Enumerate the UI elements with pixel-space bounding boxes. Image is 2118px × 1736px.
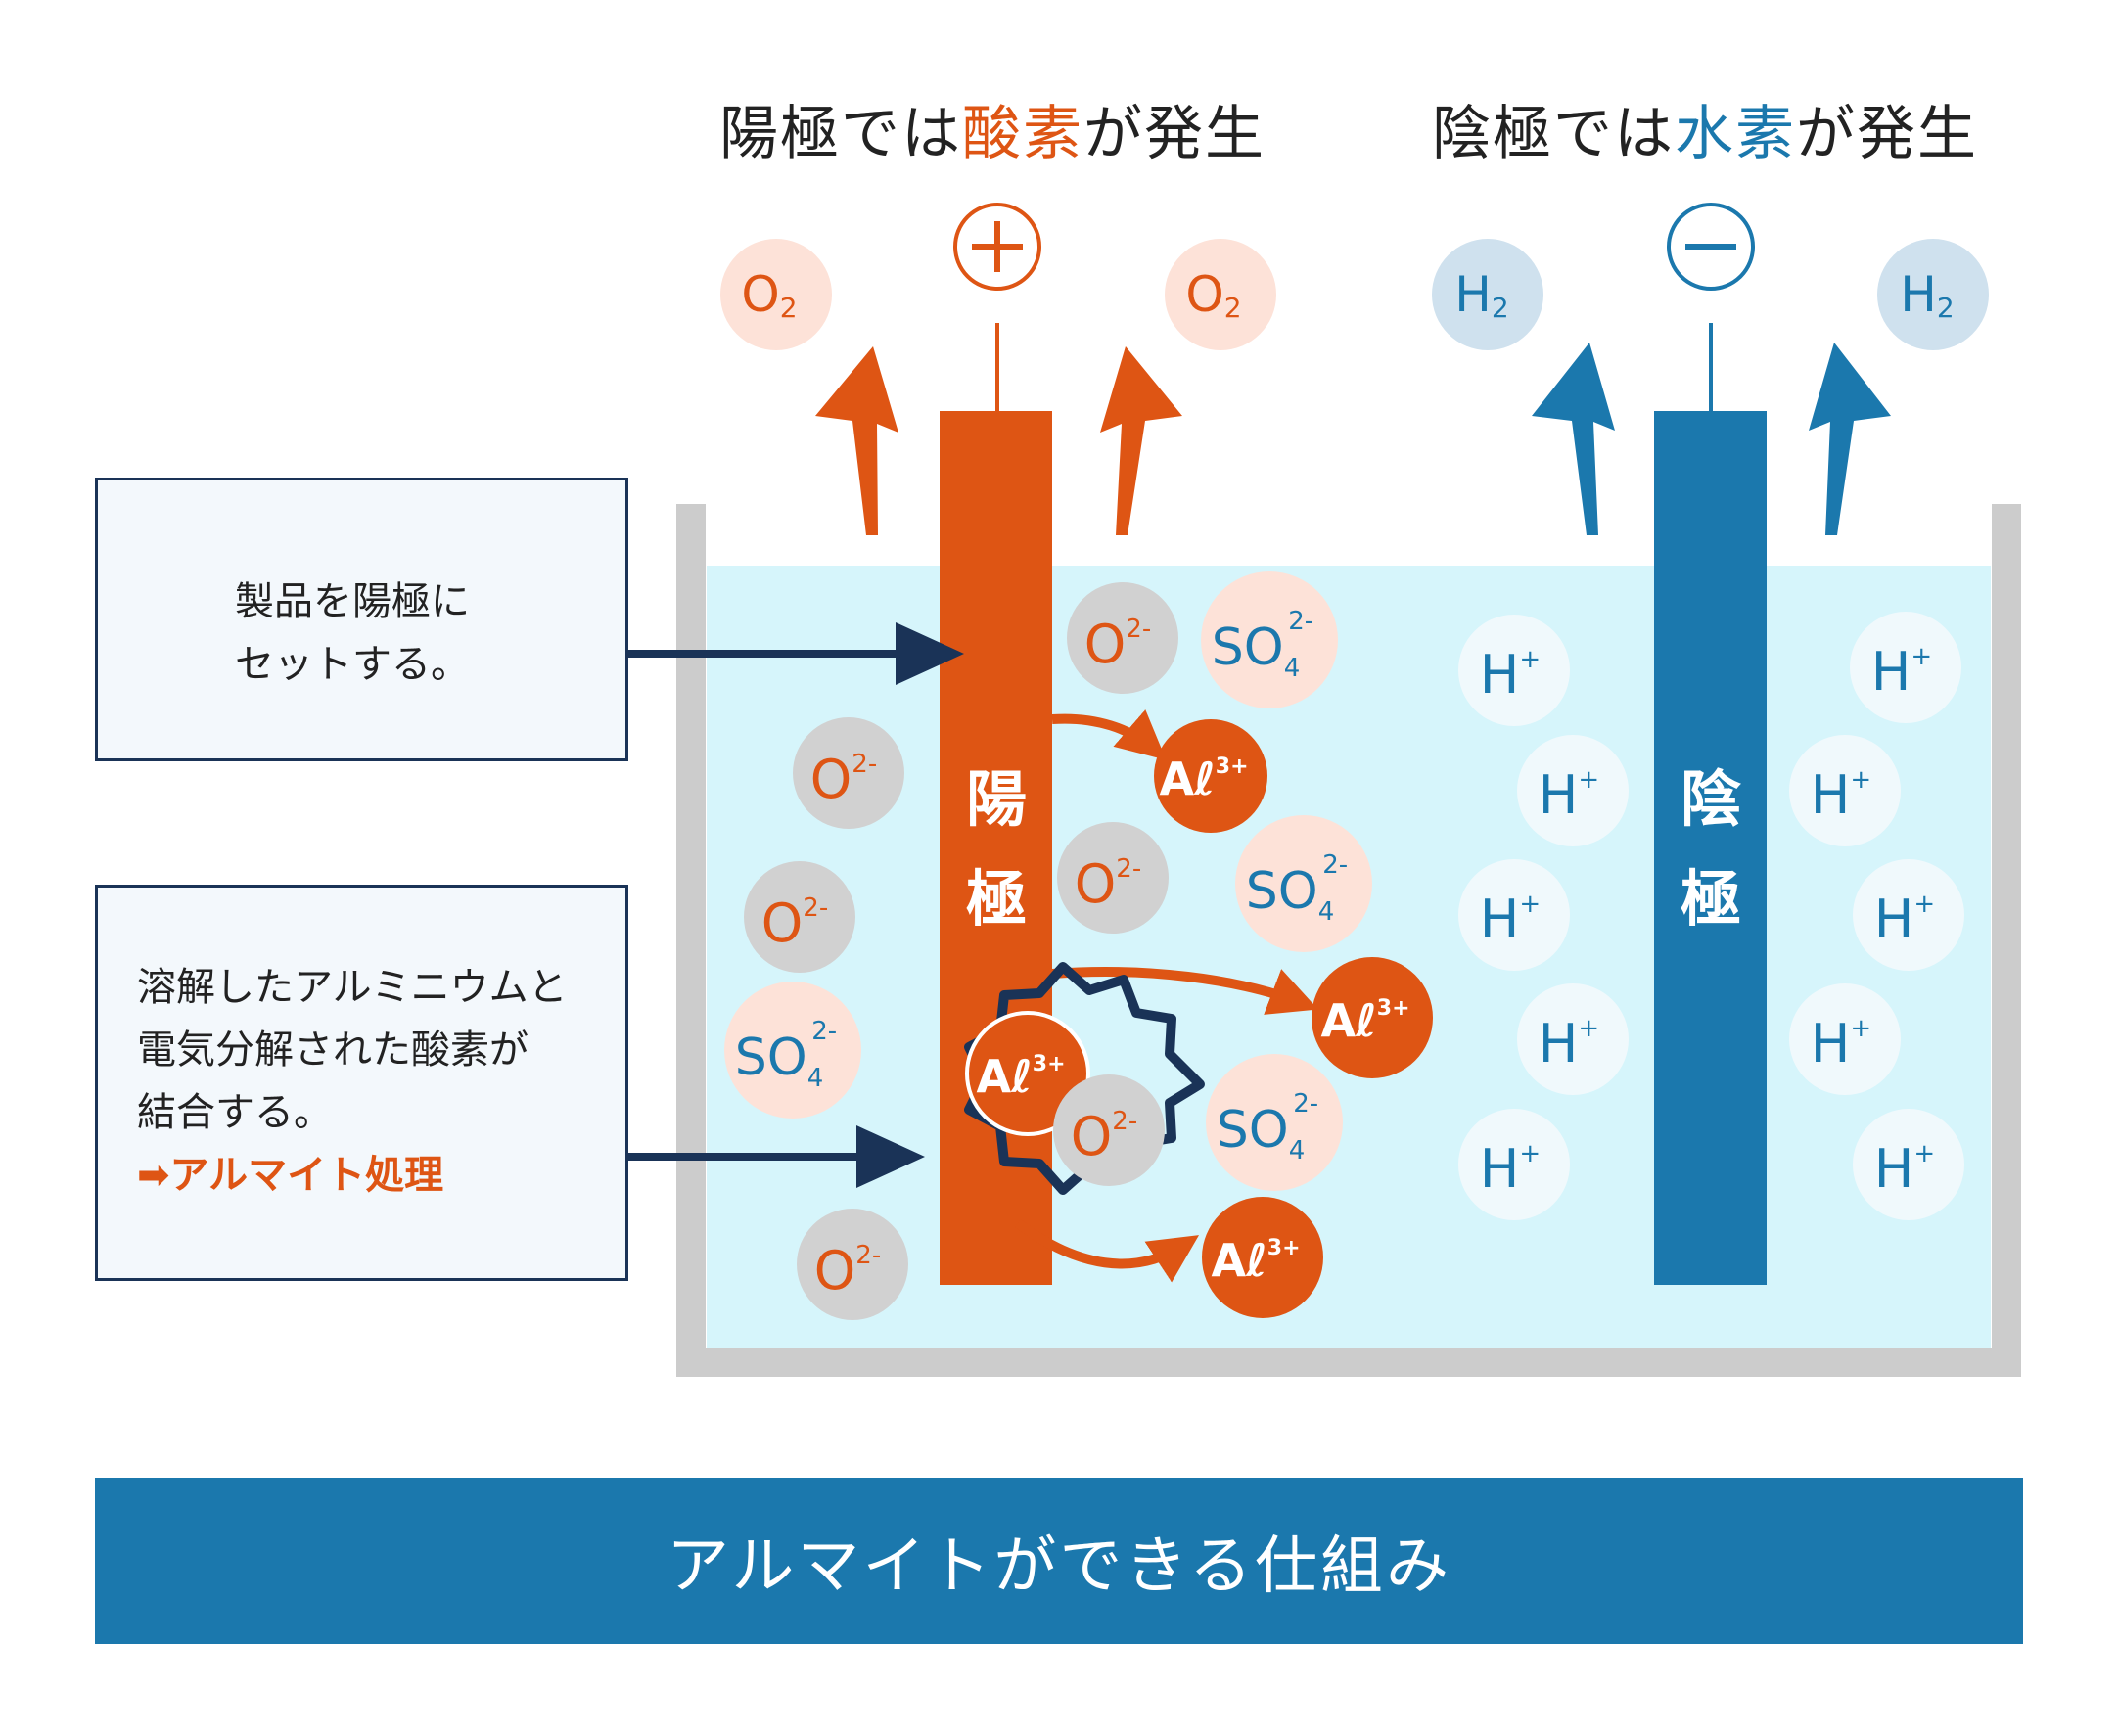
anodizing-result-label: ➡アルマイト処理: [137, 1153, 444, 1198]
svg-text:H+: H+: [1480, 1138, 1541, 1200]
sulfate-ion: SO42-: [1206, 1054, 1343, 1191]
svg-text:Aℓ3+: Aℓ3+: [976, 1050, 1065, 1103]
oxygen-molecule: O2: [1165, 239, 1276, 350]
hydrogen-ion: H+: [1789, 983, 1901, 1095]
cathode-headline: 陰極では水素が発生: [1432, 86, 1978, 171]
svg-text:O2: O2: [741, 266, 797, 324]
footer-title-bar: アルマイトができる仕組み: [95, 1478, 2023, 1644]
svg-text:H+: H+: [1811, 764, 1871, 826]
sulfate-ion: SO42-: [1235, 815, 1372, 952]
note-line: 溶解したアルミニウムと: [137, 965, 568, 1010]
cathode-electrode: [1654, 411, 1767, 1285]
hydrogen-ion: H+: [1458, 615, 1570, 726]
cathode-headline-emphasis: 水素: [1675, 100, 1796, 168]
svg-text:Aℓ3+: Aℓ3+: [1320, 994, 1409, 1047]
aluminum-ion: Aℓ3+: [1202, 1197, 1323, 1318]
svg-text:SO42-: SO42-: [735, 1017, 837, 1093]
hydrogen-release-arrow-right: [1809, 343, 1891, 535]
hydrogen-ion: H+: [1517, 735, 1629, 846]
reaction-arrow: [1051, 967, 1318, 1015]
svg-text:O2-: O2-: [761, 892, 828, 954]
tank-wall: [676, 504, 2021, 1377]
note-line: セットする。: [235, 642, 470, 687]
oxygen-release-arrow-right: [1100, 346, 1182, 535]
oxide-ion: O2-: [1057, 822, 1169, 934]
svg-text:H+: H+: [1874, 1138, 1935, 1200]
dissolved-aluminum-ion: Aℓ3+: [965, 1011, 1090, 1136]
oxide-ion: O2-: [744, 861, 855, 973]
anode-headline-prefix: 陽極では: [719, 100, 962, 168]
electrolyte-solution: [707, 566, 1991, 1348]
cathode-headline-prefix: 陰極では: [1432, 100, 1675, 168]
hydrogen-molecule: H2: [1877, 239, 1989, 350]
hydrogen-ion: H+: [1853, 1109, 1964, 1220]
oxide-ion: O2-: [1067, 582, 1178, 694]
svg-text:H+: H+: [1874, 889, 1935, 950]
sulfate-ion: SO42-: [1201, 571, 1338, 708]
svg-text:O2-: O2-: [1071, 1106, 1137, 1167]
svg-text:H2: H2: [1900, 266, 1954, 324]
bonding-pointer-head: [856, 1125, 925, 1188]
cathode-label-top: 陰: [1681, 763, 1741, 835]
hydrogen-release-arrow-left: [1532, 343, 1615, 535]
svg-text:H+: H+: [1811, 1013, 1871, 1074]
svg-text:H2: H2: [1454, 266, 1508, 324]
svg-text:SO42-: SO42-: [1246, 850, 1348, 927]
hydrogen-molecule: H2: [1432, 239, 1543, 350]
hydrogen-ion: H+: [1458, 1109, 1570, 1220]
sulfate-ion: SO42-: [724, 982, 861, 1119]
svg-text:H+: H+: [1480, 644, 1541, 706]
set-product-note: 製品を陽極に セットする。: [95, 478, 628, 761]
bonding-note: 溶解したアルミニウムと 電気分解された酸素が 結合する。 ➡アルマイト処理: [95, 885, 628, 1281]
cathode-label-bottom: 極: [1681, 863, 1741, 935]
svg-text:Aℓ3+: Aℓ3+: [1211, 1234, 1300, 1287]
note-line: 結合する。: [137, 1090, 333, 1135]
note-line: 電気分解された酸素が: [137, 1028, 529, 1073]
hydrogen-ion: H+: [1517, 983, 1629, 1095]
svg-text:O2-: O2-: [814, 1240, 881, 1302]
anode-headline: 陽極では酸素が発生: [719, 86, 1266, 171]
svg-text:SO42-: SO42-: [1217, 1089, 1318, 1165]
svg-text:H+: H+: [1539, 1013, 1599, 1074]
anode-headline-emphasis: 酸素: [962, 100, 1083, 168]
svg-text:SO42-: SO42-: [1212, 607, 1313, 683]
hydrogen-ion: H+: [1850, 612, 1961, 723]
oxide-ion: O2-: [797, 1209, 908, 1320]
svg-text:H+: H+: [1871, 641, 1932, 703]
hydrogen-ion: H+: [1458, 859, 1570, 971]
svg-text:O2: O2: [1185, 266, 1241, 324]
anode-label-top: 陽: [966, 763, 1027, 835]
reaction-arrow: [1015, 1218, 1200, 1283]
svg-text:Aℓ3+: Aℓ3+: [1159, 753, 1248, 805]
anode-label-bottom: 極: [966, 863, 1027, 935]
anode-electrode: [940, 411, 1052, 1285]
hydrogen-ion: H+: [1789, 735, 1901, 846]
oxygen-molecule: O2: [720, 239, 832, 350]
footer-title: アルマイトができる仕組み: [666, 1530, 1452, 1603]
set-product-pointer-head: [896, 622, 964, 685]
svg-text:O2-: O2-: [1075, 853, 1141, 915]
svg-text:O2-: O2-: [1084, 614, 1151, 675]
svg-text:H+: H+: [1539, 764, 1599, 826]
aluminum-ion: Aℓ3+: [1154, 719, 1267, 833]
anode-headline-suffix: が発生: [1083, 100, 1266, 168]
svg-text:O2-: O2-: [810, 749, 877, 810]
electrolyzed-oxide-ion: O2-: [1053, 1074, 1165, 1186]
electrolysis-diagram: 陽 極 陰 極 O2 O2 H2 H2 O2- O2- O2- O2- O2- …: [628, 203, 2021, 1377]
hydrogen-ion: H+: [1853, 859, 1964, 971]
svg-text:H+: H+: [1480, 889, 1541, 950]
note-line: 製品を陽極に: [235, 579, 470, 624]
reaction-arrow: [1051, 709, 1167, 760]
cathode-headline-suffix: が発生: [1796, 100, 1978, 168]
oxygen-release-arrow-left: [815, 346, 898, 535]
aluminum-ion: Aℓ3+: [1312, 957, 1433, 1078]
oxide-ion: O2-: [793, 717, 904, 829]
